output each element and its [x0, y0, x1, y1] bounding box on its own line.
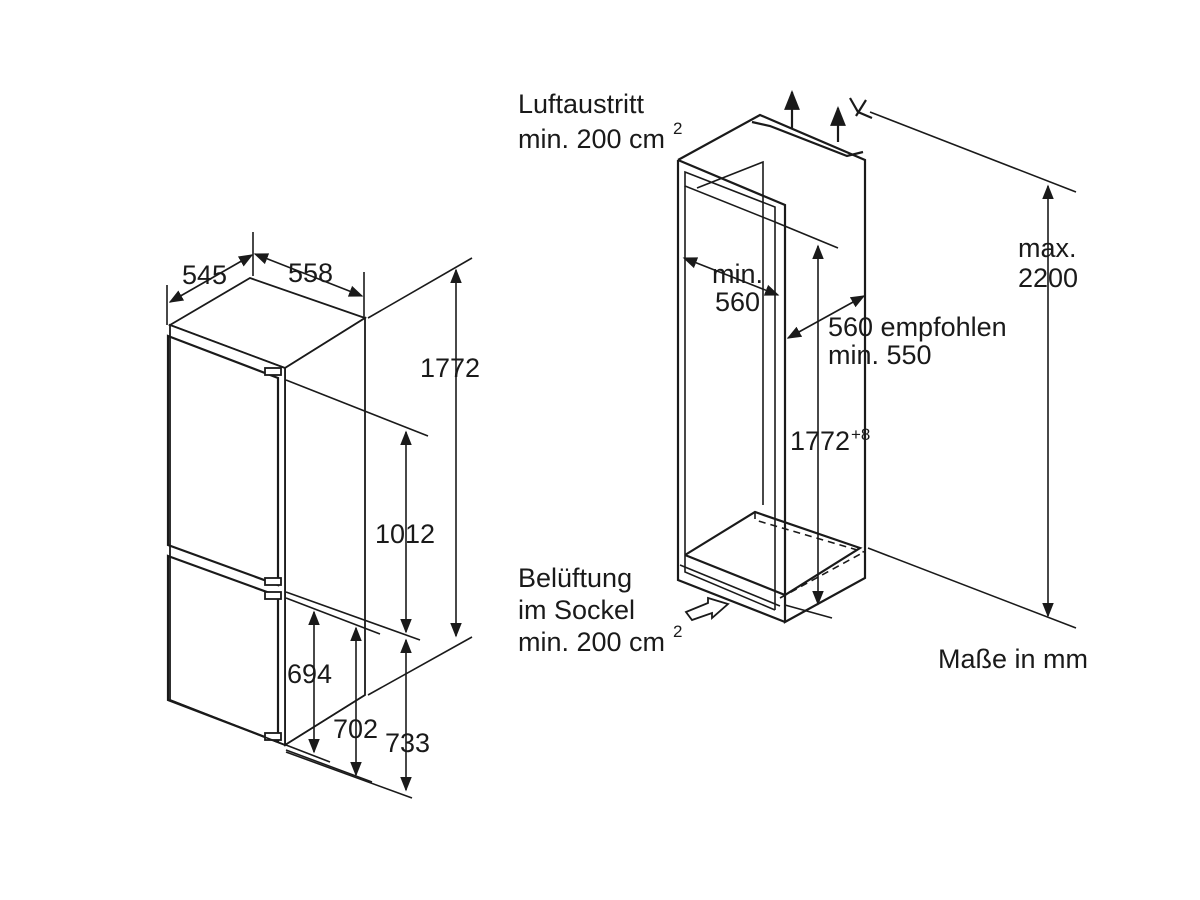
- dimension-max-height: max. 2200: [849, 97, 1078, 629]
- width-label: 558: [288, 258, 333, 288]
- max-height-line1: max.: [1018, 233, 1077, 263]
- dimension-niche-height: 1772 +8: [784, 244, 870, 619]
- lower-733-label: 733: [385, 728, 430, 758]
- max-height-line2: 2200: [1018, 263, 1078, 293]
- air-outlet-line2: min. 200 cm: [518, 124, 665, 154]
- niche-depth-line1: 560 empfohlen: [828, 312, 1007, 342]
- dimension-depth: 545: [166, 232, 254, 325]
- niche-width-line2: 560: [715, 287, 760, 317]
- air-outlet-line1: Luftaustritt: [518, 89, 645, 119]
- appliance-drawing: [166, 277, 368, 747]
- niche-height-label: 1772: [790, 426, 850, 456]
- lower-door-694-label: 694: [287, 659, 332, 689]
- dimension-lower-702: 702: [285, 626, 378, 783]
- air-outlet-sup: 2: [673, 119, 682, 138]
- ventilation-line3: min. 200 cm: [518, 627, 665, 657]
- niche-width-line1: min.: [712, 259, 763, 289]
- niche-depth-line2: min. 550: [828, 340, 932, 370]
- dimension-upper-door: 1012: [285, 379, 435, 641]
- niche-height-sup: +8: [851, 425, 870, 444]
- ventilation-line1: Belüftung: [518, 563, 632, 593]
- niche-drawing: [676, 90, 867, 624]
- dimension-niche-depth: 560 empfohlen min. 550: [774, 221, 1007, 370]
- height-total-label: 1772: [420, 353, 480, 383]
- upper-door-height-label: 1012: [375, 519, 435, 549]
- lower-702-label: 702: [333, 714, 378, 744]
- dimension-width: 558: [253, 253, 365, 318]
- depth-label: 545: [182, 260, 227, 290]
- ventilation-label: Belüftung im Sockel min. 200 cm 2: [518, 563, 682, 657]
- air-outlet-label: Luftaustritt min. 200 cm 2: [518, 89, 682, 154]
- dimension-lower-733: 733: [285, 638, 430, 799]
- units-note: Maße in mm: [938, 644, 1088, 674]
- dimension-niche-width: min. 560: [682, 257, 780, 317]
- ventilation-line2: im Sockel: [518, 595, 635, 625]
- ventilation-sup: 2: [673, 622, 682, 641]
- dimension-lower-door-694: 694: [285, 597, 381, 763]
- dimension-height-total: 1772: [367, 257, 480, 696]
